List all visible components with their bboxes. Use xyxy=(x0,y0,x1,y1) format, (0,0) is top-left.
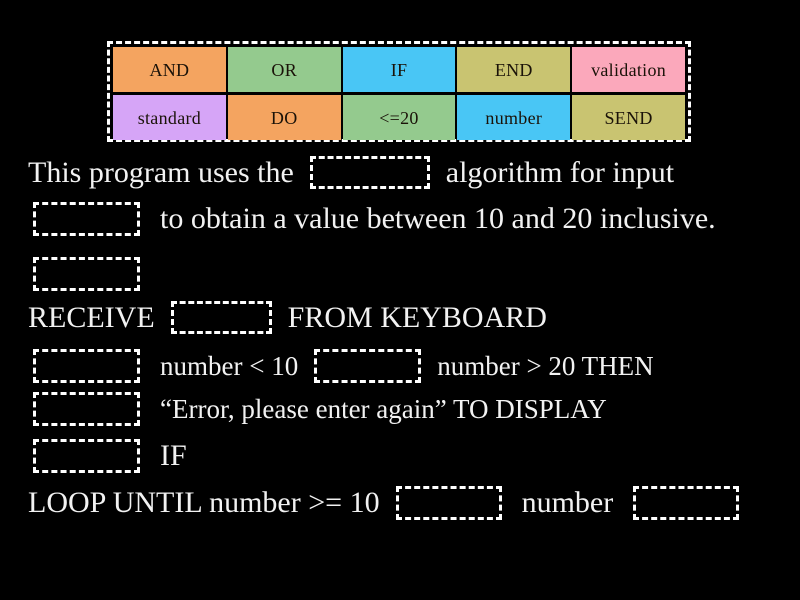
word-tile-or[interactable]: OR xyxy=(227,47,341,92)
word-tile-number[interactable]: number xyxy=(457,95,571,140)
word-tile-if[interactable]: IF xyxy=(342,47,456,92)
word-tile-validation[interactable]: validation xyxy=(572,47,685,92)
line8-text-before: LOOP UNTIL number >= 10 xyxy=(28,486,380,519)
drop-zone-3[interactable] xyxy=(33,257,140,291)
drop-zone-5[interactable] xyxy=(33,349,140,383)
drop-zone-1[interactable] xyxy=(309,156,430,189)
drop-zone-8[interactable] xyxy=(33,439,140,473)
drop-zone-7[interactable] xyxy=(33,392,140,426)
word-bank-row-2: standard DO <=20 number SEND xyxy=(113,95,685,140)
drop-zone-10[interactable] xyxy=(633,486,740,520)
word-tile-label: IF xyxy=(390,59,408,80)
exercise-line-3 xyxy=(33,257,140,291)
word-tile-lte20[interactable]: <=20 xyxy=(342,95,456,140)
word-bank-container: AND OR IF END validation standard DO xyxy=(107,41,691,142)
word-tile-do[interactable]: DO xyxy=(227,95,341,140)
exercise-line-8: LOOP UNTIL number >= 10 number xyxy=(28,486,740,520)
word-tile-send[interactable]: SEND xyxy=(572,95,685,140)
exercise-line-2: to obtain a value between 10 and 20 incl… xyxy=(33,202,716,236)
word-tile-end[interactable]: END xyxy=(457,47,571,92)
exercise-line-4: RECEIVE FROM KEYBOARD xyxy=(28,301,547,334)
line1-text-before: This program uses the xyxy=(28,155,294,189)
exercise-line-5: number < 10 number > 20 THEN xyxy=(33,349,654,383)
word-tile-and[interactable]: AND xyxy=(113,47,226,92)
word-tile-label: AND xyxy=(149,59,190,80)
line8-text-mid: number xyxy=(521,486,614,519)
word-tile-label: number xyxy=(485,107,543,128)
word-tile-label: DO xyxy=(270,107,298,128)
word-tile-label: standard xyxy=(137,107,202,128)
line1-text-after: algorithm for input xyxy=(445,155,675,189)
word-tile-label: OR xyxy=(271,59,297,80)
word-tile-standard[interactable]: standard xyxy=(113,95,226,140)
word-tile-label: <=20 xyxy=(379,107,419,128)
word-tile-label: validation xyxy=(591,59,667,80)
word-tile-label: END xyxy=(494,59,533,80)
line5-text-mid: number < 10 xyxy=(160,350,299,381)
line2-text-after: to obtain a value between 10 and 20 incl… xyxy=(160,202,716,235)
drop-zone-9[interactable] xyxy=(395,486,502,520)
exercise-line-7: IF xyxy=(33,439,187,473)
drop-zone-2[interactable] xyxy=(33,202,140,236)
word-tile-label: SEND xyxy=(604,107,653,128)
exercise-line-1: This program uses the algorithm for inpu… xyxy=(28,156,674,189)
line4-text-after: FROM KEYBOARD xyxy=(287,300,547,334)
word-bank-row-1: AND OR IF END validation xyxy=(113,47,685,92)
line7-text-after: IF xyxy=(160,439,187,472)
drop-zone-6[interactable] xyxy=(314,349,422,383)
line4-text-before: RECEIVE xyxy=(28,300,155,334)
line6-text-after: “Error, please enter again” TO DISPLAY xyxy=(160,393,607,424)
exercise-line-6: “Error, please enter again” TO DISPLAY xyxy=(33,392,607,426)
line5-text-after: number > 20 THEN xyxy=(437,350,654,381)
drop-zone-4[interactable] xyxy=(170,301,272,334)
